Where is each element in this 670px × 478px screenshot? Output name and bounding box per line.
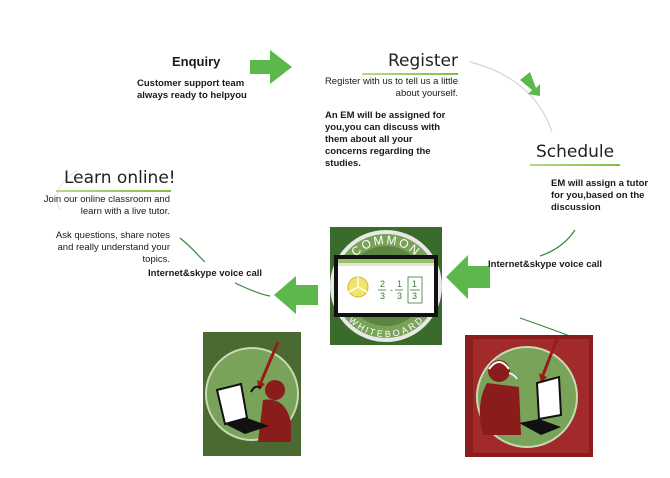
fraction1-den: 3 — [380, 291, 385, 301]
arrow-register-to-schedule — [520, 72, 540, 96]
register-title: Register — [388, 51, 458, 71]
arrow-into-whiteboard — [446, 255, 490, 299]
schedule-underline — [530, 164, 620, 166]
tutor-image — [465, 335, 593, 457]
call-label-left: Internet&skype voice call — [148, 268, 263, 279]
minus-sign: - — [390, 285, 393, 295]
learn-text-ask: Ask questions, share notes and really un… — [55, 230, 170, 265]
fraction3-num: 1 — [412, 279, 417, 289]
register-underline — [362, 73, 458, 75]
learn-underline — [56, 190, 171, 192]
learn-text: Join our online classroom and learn with… — [43, 194, 170, 217]
fraction1-num: 2 — [380, 279, 385, 289]
register-em-text: An EM will be assigned for you,you can d… — [325, 110, 446, 169]
register-text: Register with us to tell us a little abo… — [324, 76, 458, 99]
fraction3-den: 3 — [412, 291, 417, 301]
learn-title: Learn online! — [64, 168, 176, 188]
whiteboard-badge: COMMON WHITEBOARD 2 3 - 1 3 1 3 — [330, 227, 442, 345]
tutor-with-headset-icon — [465, 335, 593, 457]
call-label-right: Internet&skype voice call — [488, 259, 603, 270]
enquiry-text: Customer support team always ready to he… — [137, 78, 247, 101]
student-at-laptop-icon — [203, 332, 301, 456]
arrow-enquiry-to-register — [250, 50, 292, 84]
arrow-from-whiteboard — [274, 276, 318, 314]
schedule-text: EM will assign a tutor for you,based on … — [551, 178, 649, 213]
fraction2-num: 1 — [397, 279, 402, 289]
schedule-title: Schedule — [536, 142, 615, 162]
whiteboard-graphic: COMMON WHITEBOARD 2 3 - 1 3 1 3 — [330, 227, 442, 345]
fraction2-den: 3 — [397, 291, 402, 301]
student-image — [203, 332, 301, 456]
enquiry-title: Enquiry — [172, 54, 221, 69]
